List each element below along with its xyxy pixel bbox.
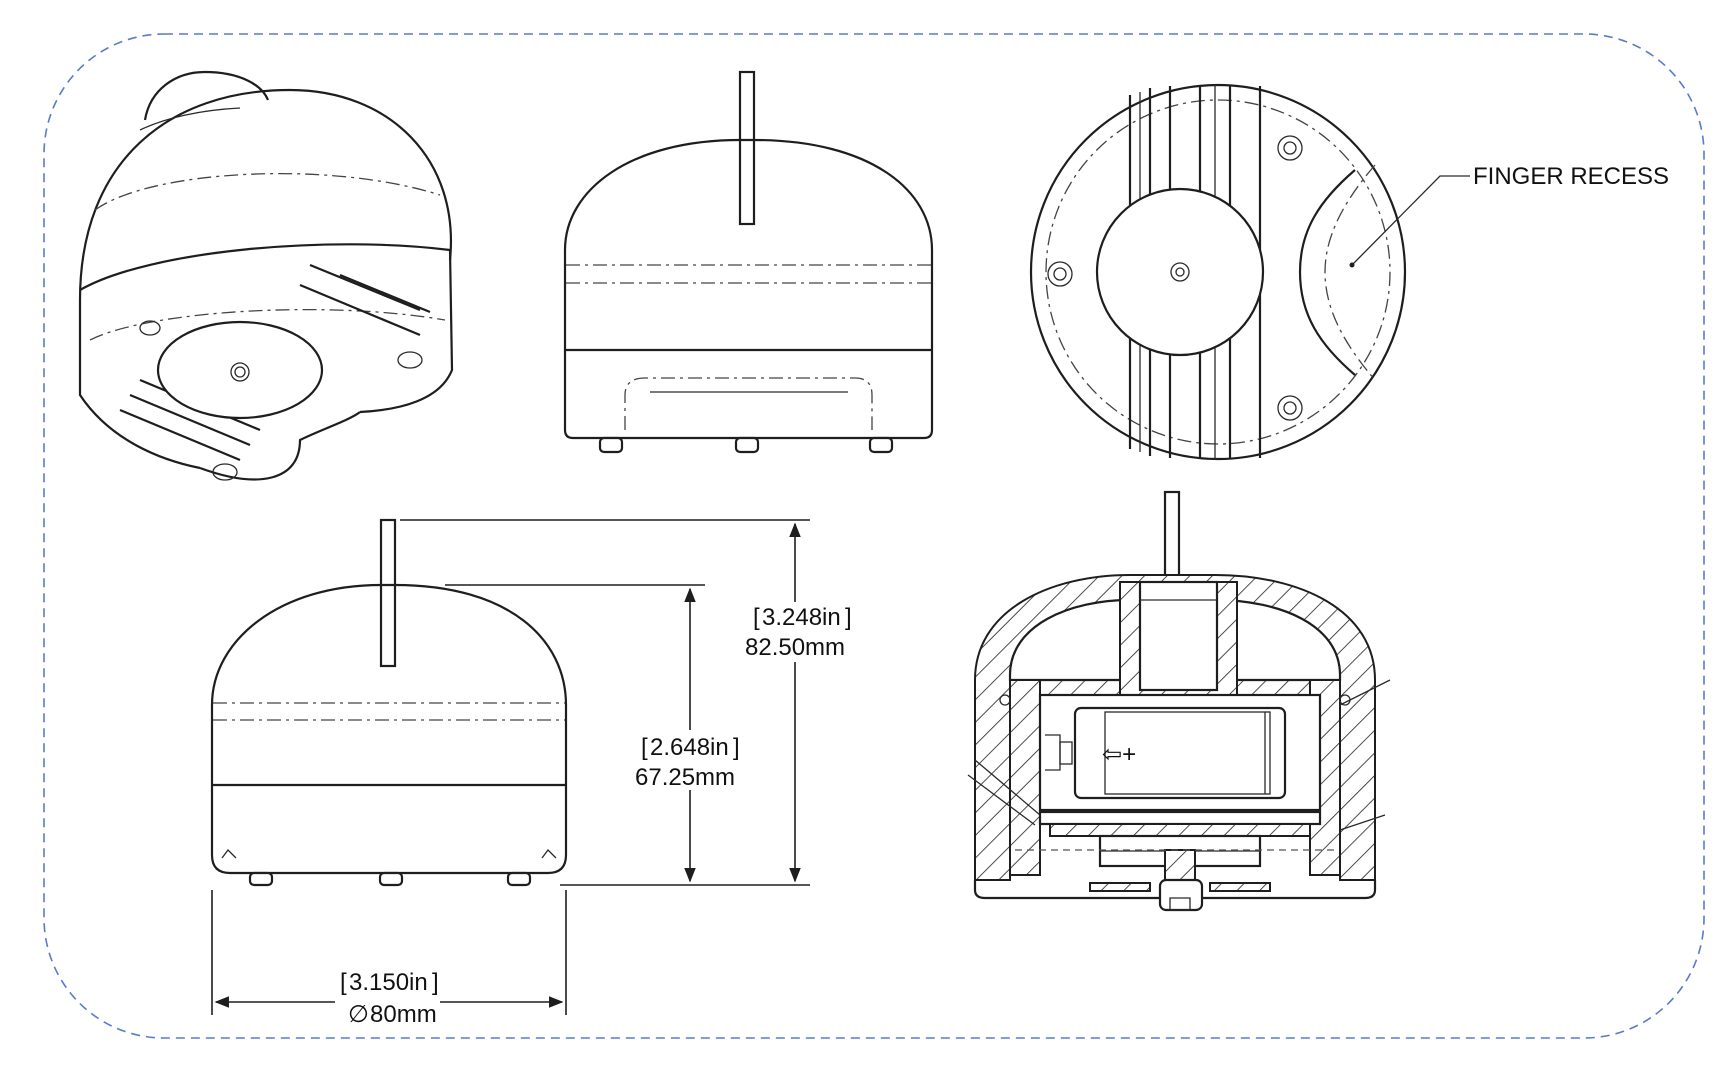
finger-recess-callout: FINGER RECESS bbox=[1473, 163, 1669, 190]
front-view bbox=[563, 70, 934, 454]
body-height-inch: 2.648in bbox=[650, 734, 729, 761]
body-height-inch-open: [ bbox=[641, 734, 648, 761]
overall-height-mm: 82.50mm bbox=[745, 634, 845, 661]
overall-height-inch: [ bbox=[753, 604, 760, 631]
section-view: ⇦+ bbox=[967, 490, 1391, 912]
diameter-symbol: ∅ bbox=[348, 1001, 369, 1028]
diameter-inch-close: ] bbox=[432, 969, 439, 996]
overall-height-inch-value: 3.248in bbox=[762, 604, 841, 631]
bottom-view: FINGER RECESS bbox=[1029, 83, 1669, 461]
battery-polarity-label: ⇦+ bbox=[1102, 741, 1136, 768]
diameter-mm: 80mm bbox=[370, 1001, 437, 1028]
frame-border bbox=[43, 33, 1705, 1039]
body-height-inch-close: ] bbox=[733, 734, 740, 761]
diameter-inch-open: [ bbox=[340, 969, 347, 996]
body-height-mm: 67.25mm bbox=[635, 764, 735, 791]
diameter-inch: 3.150in bbox=[349, 969, 428, 996]
overall-height-inch-close: ] bbox=[845, 604, 852, 631]
dimensioned-elevation-view: [ 3.248in ] 82.50mm [ 2.648in ] 67.25mm … bbox=[210, 518, 852, 1028]
isometric-view bbox=[78, 70, 454, 481]
